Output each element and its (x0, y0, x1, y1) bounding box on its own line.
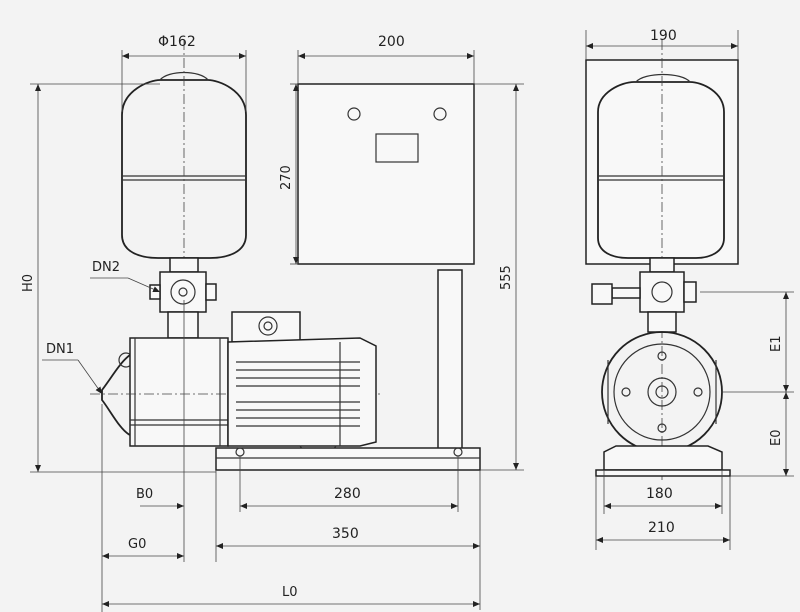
dim-b0: B0 (136, 487, 153, 502)
dim-phi162: Φ162 (158, 34, 196, 50)
dim-280: 280 (334, 486, 361, 502)
label-dn1: DN1 (46, 342, 74, 357)
base-plate (215, 447, 481, 471)
pump-body (90, 337, 380, 447)
side-dimensions: 190 E1 E0 180 210 (585, 28, 794, 550)
front-dimensions: Φ162 200 270 555 H0 DN2 DN1 B0 (21, 34, 524, 612)
dim-555: 555 (499, 265, 514, 290)
dim-180: 180 (646, 486, 673, 502)
dim-200: 200 (378, 34, 405, 50)
dim-350: 350 (332, 526, 359, 542)
front-view (90, 40, 481, 471)
dim-210: 210 (648, 520, 675, 536)
pressure-tank (121, 40, 247, 290)
valve-block (149, 257, 217, 339)
dim-h0: H0 (21, 274, 36, 292)
dim-l0: L0 (282, 585, 298, 600)
dim-g0: G0 (128, 537, 146, 552)
dim-190: 190 (650, 28, 677, 44)
dim-e1: E1 (769, 336, 784, 353)
label-dn2: DN2 (92, 260, 120, 275)
motor (227, 311, 377, 455)
dim-270: 270 (279, 165, 294, 190)
side-view (585, 40, 739, 480)
control-box (297, 83, 475, 453)
pump-foot-side (595, 445, 731, 477)
dim-e0: E0 (769, 430, 784, 447)
